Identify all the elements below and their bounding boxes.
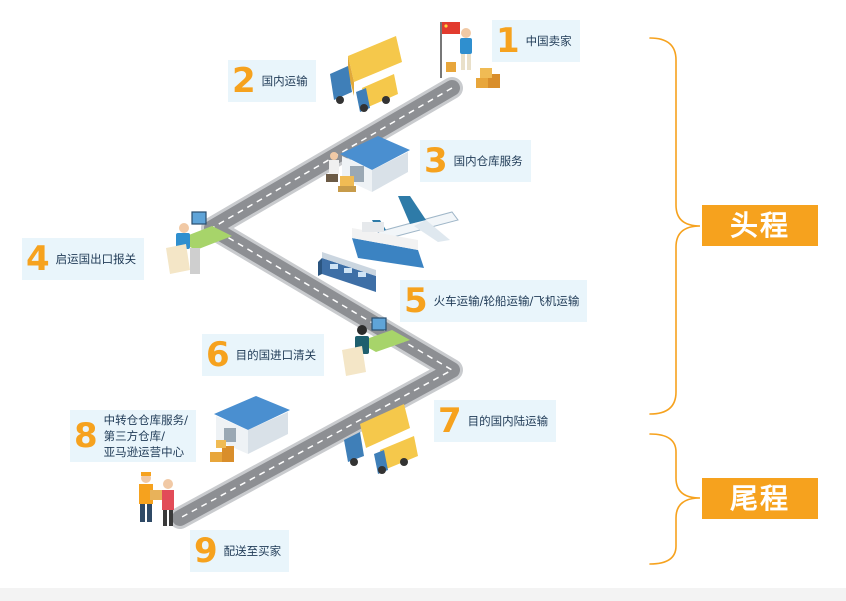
truck-icon [330, 36, 402, 112]
last-leg-brace [649, 433, 701, 565]
warehouse-icon [340, 136, 410, 192]
delivery-people-icon [139, 472, 174, 526]
step-6-label: 6 目的国进口清关 [202, 334, 325, 376]
step-text: 中转仓仓库服务/ 第三方仓库/ 亚马逊运营中心 [103, 413, 189, 459]
worker-icon [326, 152, 356, 192]
truck-icon [344, 404, 418, 474]
step-number: 1 [496, 21, 520, 61]
step-number: 7 [438, 401, 462, 441]
last-leg-tag: 尾程 [702, 478, 818, 519]
step-number: 5 [404, 281, 428, 321]
step-9-label: 9 配送至买家 [190, 530, 290, 572]
desk-officer-icon [342, 317, 410, 376]
ship-icon [352, 222, 424, 268]
boxes-icon [446, 62, 500, 88]
step-7-label: 7 目的国内陆运输 [434, 400, 557, 442]
flag-icon [440, 22, 460, 78]
bottom-divider [0, 588, 846, 601]
step-text: 启运国出口报关 [55, 252, 137, 266]
desk-officer-icon [166, 211, 232, 274]
person-icon [460, 28, 472, 70]
train-icon [318, 252, 376, 292]
step-5-label: 5 火车运输/轮船运输/飞机运输 [400, 280, 588, 322]
step-8-label: 8 中转仓仓库服务/ 第三方仓库/ 亚马逊运营中心 [70, 410, 197, 462]
step-number: 8 [74, 416, 98, 456]
step-text: 目的国内陆运输 [467, 414, 549, 428]
first-leg-tag: 头程 [702, 205, 818, 246]
step-text: 目的国进口清关 [235, 348, 317, 362]
step-4-label: 4 启运国出口报关 [22, 238, 145, 280]
step-number: 2 [232, 61, 256, 101]
warehouse-icon [214, 396, 290, 454]
step-text: 国内运输 [261, 74, 308, 88]
step-text: 国内仓库服务 [453, 154, 523, 168]
step-number: 9 [194, 531, 218, 571]
step-2-label: 2 国内运输 [228, 60, 316, 102]
first-leg-brace [649, 37, 701, 415]
step-3-label: 3 国内仓库服务 [420, 140, 531, 182]
boxes-icon [210, 440, 234, 462]
step-text: 中国卖家 [525, 34, 572, 48]
step-number: 4 [26, 239, 50, 279]
step-text: 火车运输/轮船运输/飞机运输 [433, 294, 580, 308]
step-number: 6 [206, 335, 230, 375]
step-1-label: 1 中国卖家 [492, 20, 580, 62]
step-number: 3 [424, 141, 448, 181]
step-text: 配送至买家 [223, 544, 282, 558]
